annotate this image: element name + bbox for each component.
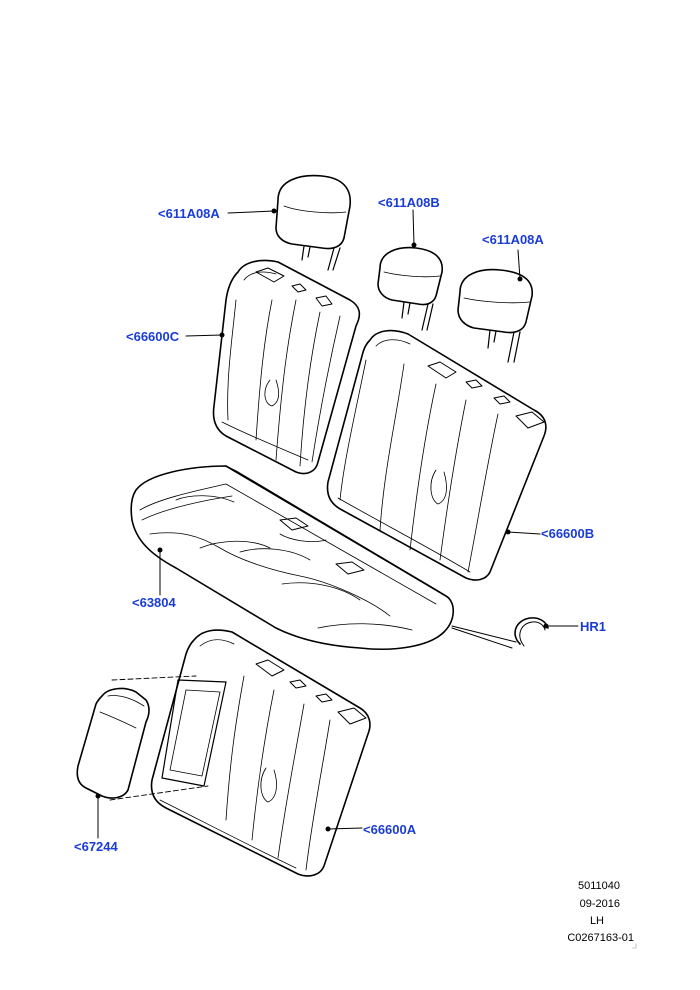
callout-backrest-right[interactable]: <66600B [541,526,595,541]
leader-lines [97,209,579,839]
footer-date: 09-2016 [579,898,620,910]
backrest-right [326,329,547,581]
callout-headrest-right[interactable]: <611A08A [482,232,544,247]
footer-ref: 5011040 [577,880,620,892]
callout-headrest-center[interactable]: <611A08B [378,195,440,210]
footer-side: LH [589,915,604,927]
armrest [76,675,209,801]
leader-dots [95,208,549,832]
corner-mark [631,943,637,949]
backrest-lower [150,629,371,877]
footer-drawing-number: C0267163-01 [567,932,634,944]
callout-backrest-left[interactable]: <66600C [126,329,180,344]
backrest-left [212,259,361,475]
callout-cushion[interactable]: <63804 [132,595,176,610]
callout-backrest-lower[interactable]: <66600A [363,822,417,837]
headrest-center [377,246,443,331]
cushion [130,465,455,651]
hook-ring [451,617,549,649]
callout-armrest[interactable]: <67244 [74,839,118,854]
headrest-right [457,268,533,363]
headrest-left [275,174,351,271]
callout-ring[interactable]: HR1 [580,619,607,634]
callout-headrest-left[interactable]: <611A08A [158,206,220,221]
